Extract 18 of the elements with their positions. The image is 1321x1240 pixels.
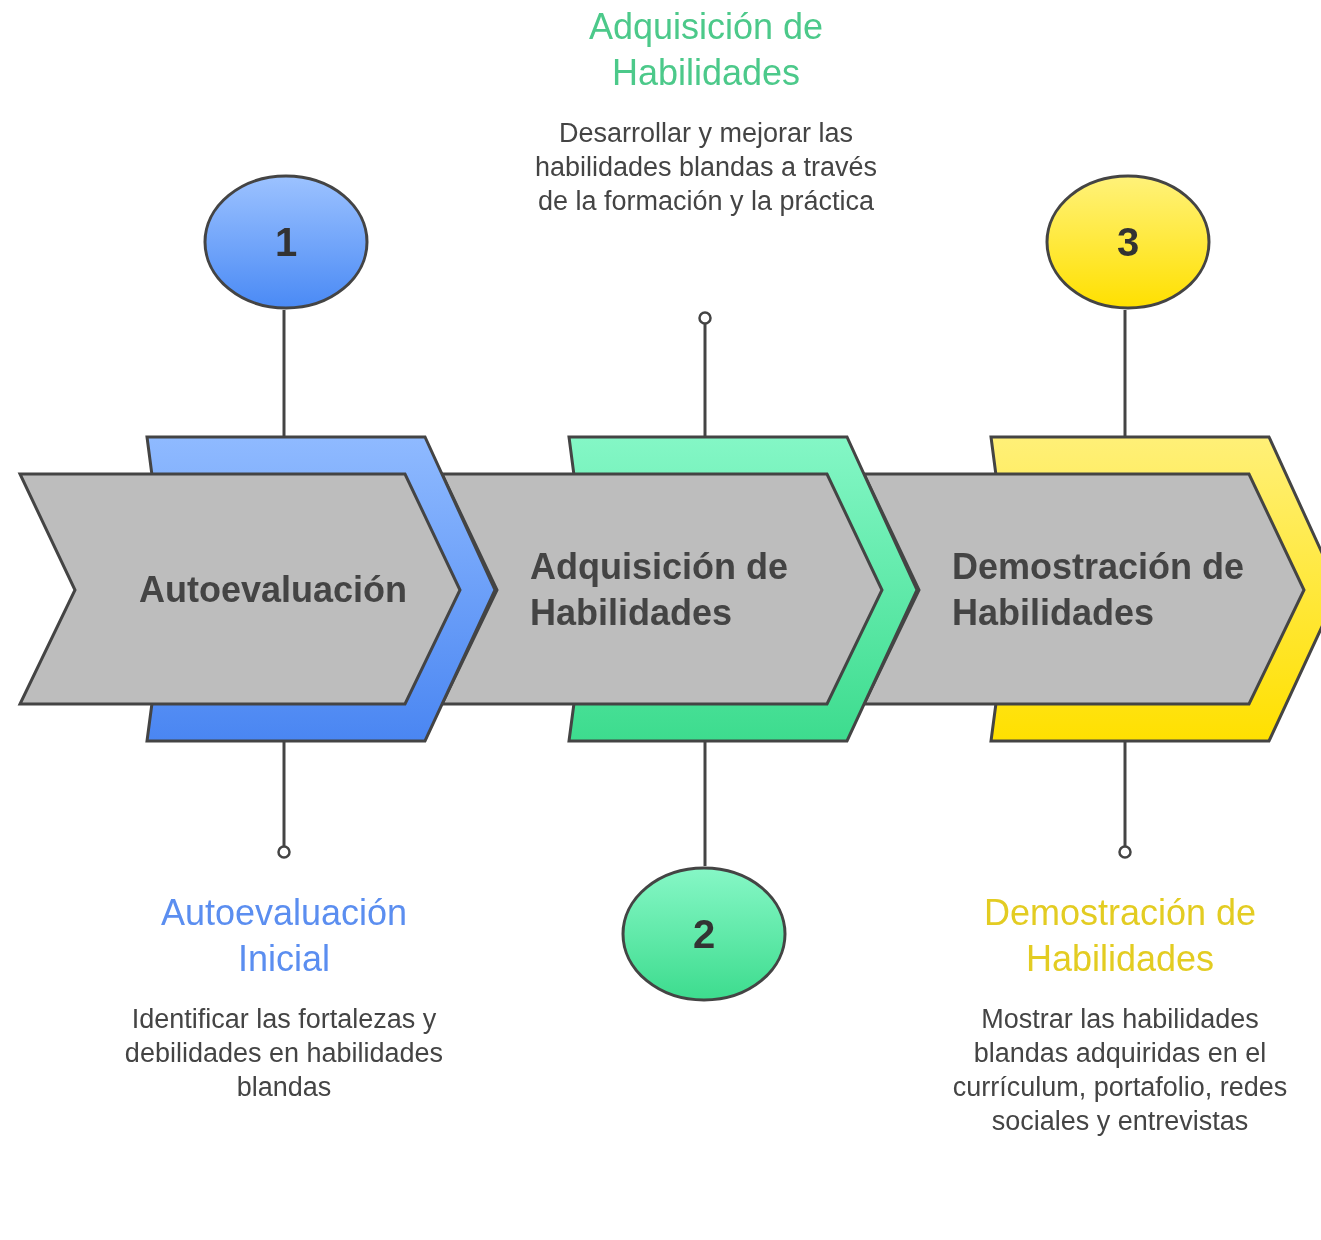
leader-line bbox=[282, 310, 286, 436]
leader-line bbox=[698, 311, 712, 436]
step-number: 1 bbox=[274, 219, 298, 265]
leader-line bbox=[1118, 742, 1132, 859]
step-description: Desarrollar y mejorar las habilidades blandas a través de la formación y la práctica bbox=[533, 117, 879, 218]
step-number: 3 bbox=[1116, 219, 1140, 265]
step-number: 2 bbox=[692, 911, 716, 957]
step-title: Autoevaluación Inicial bbox=[159, 891, 409, 981]
leader-line bbox=[703, 742, 707, 866]
step-label: Adquisición de Habilidades bbox=[530, 545, 789, 635]
step-label: Autoevaluación bbox=[137, 568, 409, 612]
step-title: Demostración de Habilidades bbox=[982, 891, 1258, 981]
leader-line bbox=[277, 742, 291, 859]
step-description: Identificar las fortalezas y debilidades en habilidades blandas bbox=[123, 1003, 445, 1104]
step-label: Demostración de Habilidades bbox=[952, 545, 1246, 635]
step-description: Mostrar las habilidades blandas adquiridas en el currículum, portafolio, redes sociales y entrevistas bbox=[951, 1003, 1289, 1138]
step-title: Adquisición de Habilidades bbox=[587, 5, 825, 95]
leader-line bbox=[1123, 310, 1127, 436]
